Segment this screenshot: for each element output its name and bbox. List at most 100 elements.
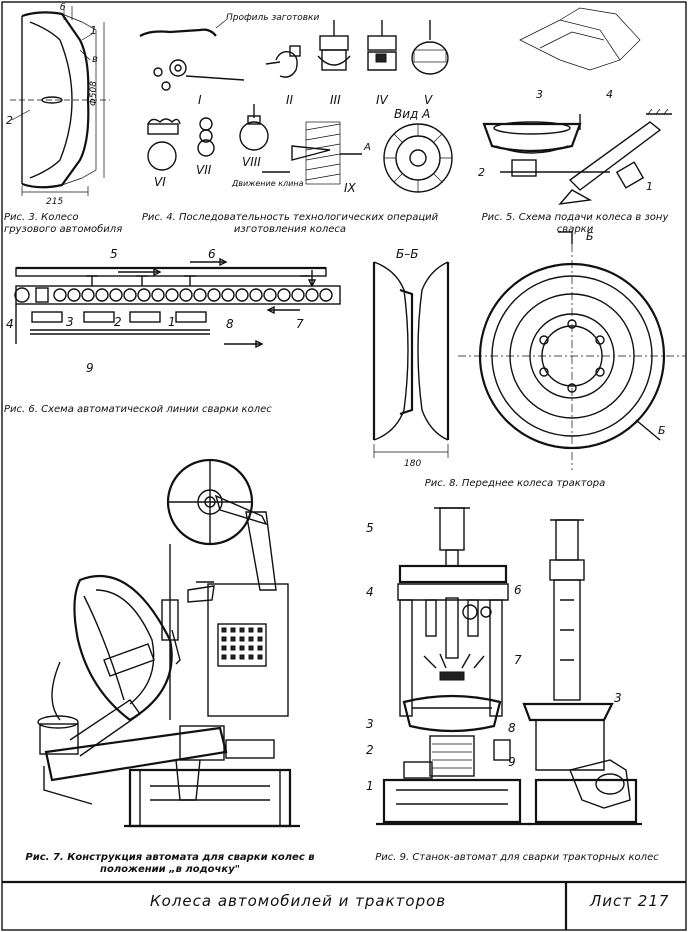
panel-switch xyxy=(257,654,263,660)
fig4-wedge-label: Движение клина xyxy=(231,179,304,188)
fig8-section-label: Б–Б xyxy=(396,247,418,261)
fig3-dim-b: б xyxy=(60,3,66,13)
fig7-control-panel xyxy=(221,627,263,660)
fig6-callout-7: 7 xyxy=(296,317,304,331)
fig4-profile-label: Профиль заготовки xyxy=(226,13,319,23)
fig6-callout-6: 6 xyxy=(208,247,216,261)
fig4-op-3: III xyxy=(330,93,341,107)
fig4-arrow-label: A xyxy=(363,142,371,153)
sheet-title: Колеса автомобилей и тракторов xyxy=(150,892,447,910)
fig9-callout-1: 1 xyxy=(366,779,374,793)
conveyor-roller xyxy=(263,288,277,302)
panel-switch xyxy=(221,636,227,642)
fig4-op-5: V xyxy=(424,93,433,107)
panel-switch xyxy=(230,636,236,642)
panel-switch xyxy=(230,654,236,660)
conveyor-roller xyxy=(109,288,123,302)
conveyor-roller xyxy=(165,288,179,302)
fig3-dim-v: в xyxy=(92,54,98,65)
panel-switch xyxy=(230,627,236,633)
fig6-callout-4: 4 xyxy=(6,317,14,331)
fig3-dim-diameter: Ф508 xyxy=(89,81,99,106)
fig3-dim-width: 215 xyxy=(46,197,63,207)
fig5-callout-4: 4 xyxy=(606,88,613,101)
panel-switch xyxy=(257,636,263,642)
conveyor-roller xyxy=(53,288,67,302)
fig3-truck-wheel xyxy=(10,6,110,196)
fig3-callout-1: 1 xyxy=(90,24,97,37)
panel-switch xyxy=(221,645,227,651)
fig9-callout-3: 3 xyxy=(366,717,374,731)
fig4-op-2: II xyxy=(286,93,294,107)
conveyor-roller xyxy=(305,288,319,302)
fig6-callout-9: 9 xyxy=(86,361,94,375)
fig5-section-mark: Б xyxy=(586,230,594,243)
conveyor-roller xyxy=(123,288,137,302)
fig6-callout-3: 3 xyxy=(66,315,74,329)
fig9-callout-7: 7 xyxy=(514,653,522,667)
conveyor-roller xyxy=(95,288,109,302)
fig3-callout-2: 2 xyxy=(6,114,13,127)
conveyor-roller xyxy=(221,288,235,302)
fig4-op-9: IX xyxy=(344,181,357,195)
panel-switch xyxy=(257,627,263,633)
panel-switch xyxy=(257,645,263,651)
conveyor-roller xyxy=(291,288,305,302)
fig3-caption: Рис. 3. Колесо грузового автомобиля xyxy=(4,212,123,235)
fig9-callout-2: 2 xyxy=(366,743,374,757)
fig4-operations xyxy=(139,19,453,193)
fig7-caption: Рис. 7. Конструкция автомата для сварки … xyxy=(25,852,315,875)
panel-switch xyxy=(248,645,254,651)
fig5-callout-3: 3 xyxy=(536,88,543,101)
fig5-feed-scheme xyxy=(482,7,672,205)
fig6-caption: Рис. 6. Схема автоматической линии сварк… xyxy=(4,404,272,415)
fig5-caption: Рис. 5. Схема подачи колеса в зону сварк… xyxy=(481,212,669,235)
panel-switch xyxy=(221,654,227,660)
panel-switch xyxy=(230,645,236,651)
fig9-callout-6: 6 xyxy=(514,583,522,597)
fig9-callout-8: 8 xyxy=(508,721,516,735)
fig6-callout-5: 5 xyxy=(110,247,118,261)
fig4-op-7: VII xyxy=(196,163,212,177)
conveyor-roller xyxy=(151,288,165,302)
fig8-dim-width: 180 xyxy=(404,459,421,469)
conveyor-roller xyxy=(319,288,333,302)
fig4-op-8: VIII xyxy=(242,155,261,169)
fig9-side-view xyxy=(522,519,642,826)
fig9-callout-4: 4 xyxy=(366,585,374,599)
fig4-op-6: VI xyxy=(154,175,166,189)
panel-switch xyxy=(239,636,245,642)
conveyor-roller xyxy=(207,288,221,302)
panel-switch xyxy=(248,654,254,660)
conveyor-roller xyxy=(193,288,207,302)
fig9-callout-5: 5 xyxy=(366,521,374,535)
conveyor-roller xyxy=(277,288,291,302)
panel-switch xyxy=(239,654,245,660)
fig6-rollers xyxy=(53,288,333,302)
fig5-callout-1: 1 xyxy=(646,180,653,193)
conveyor-roller xyxy=(179,288,193,302)
conveyor-roller xyxy=(137,288,151,302)
fig8-caption: Рис. 8. Переднее колеса трактора xyxy=(424,478,606,489)
conveyor-roller xyxy=(81,288,95,302)
conveyor-roller xyxy=(67,288,81,302)
fig9-side-callout-3: 3 xyxy=(614,691,622,705)
fig9-front-view xyxy=(376,507,530,826)
fig4-op-4: IV xyxy=(376,93,389,107)
fig4-op-1: I xyxy=(198,93,202,107)
fig4-caption: Рис. 4. Последовательность технологическ… xyxy=(141,212,439,235)
panel-switch xyxy=(239,645,245,651)
fig6-callout-8: 8 xyxy=(226,317,234,331)
fig9-caption: Рис. 9. Станок-автомат для сварки тракто… xyxy=(375,852,659,863)
fig9-callout-9: 9 xyxy=(508,755,516,769)
fig6-welding-line xyxy=(14,257,341,349)
panel-switch xyxy=(248,627,254,633)
fig4-view-label: Вид A xyxy=(394,107,430,121)
fig5-callout-2: 2 xyxy=(478,166,485,179)
conveyor-roller xyxy=(235,288,249,302)
sheet-number: Лист 217 xyxy=(590,892,670,910)
panel-switch xyxy=(239,627,245,633)
fig8-tractor-wheel xyxy=(372,231,686,470)
